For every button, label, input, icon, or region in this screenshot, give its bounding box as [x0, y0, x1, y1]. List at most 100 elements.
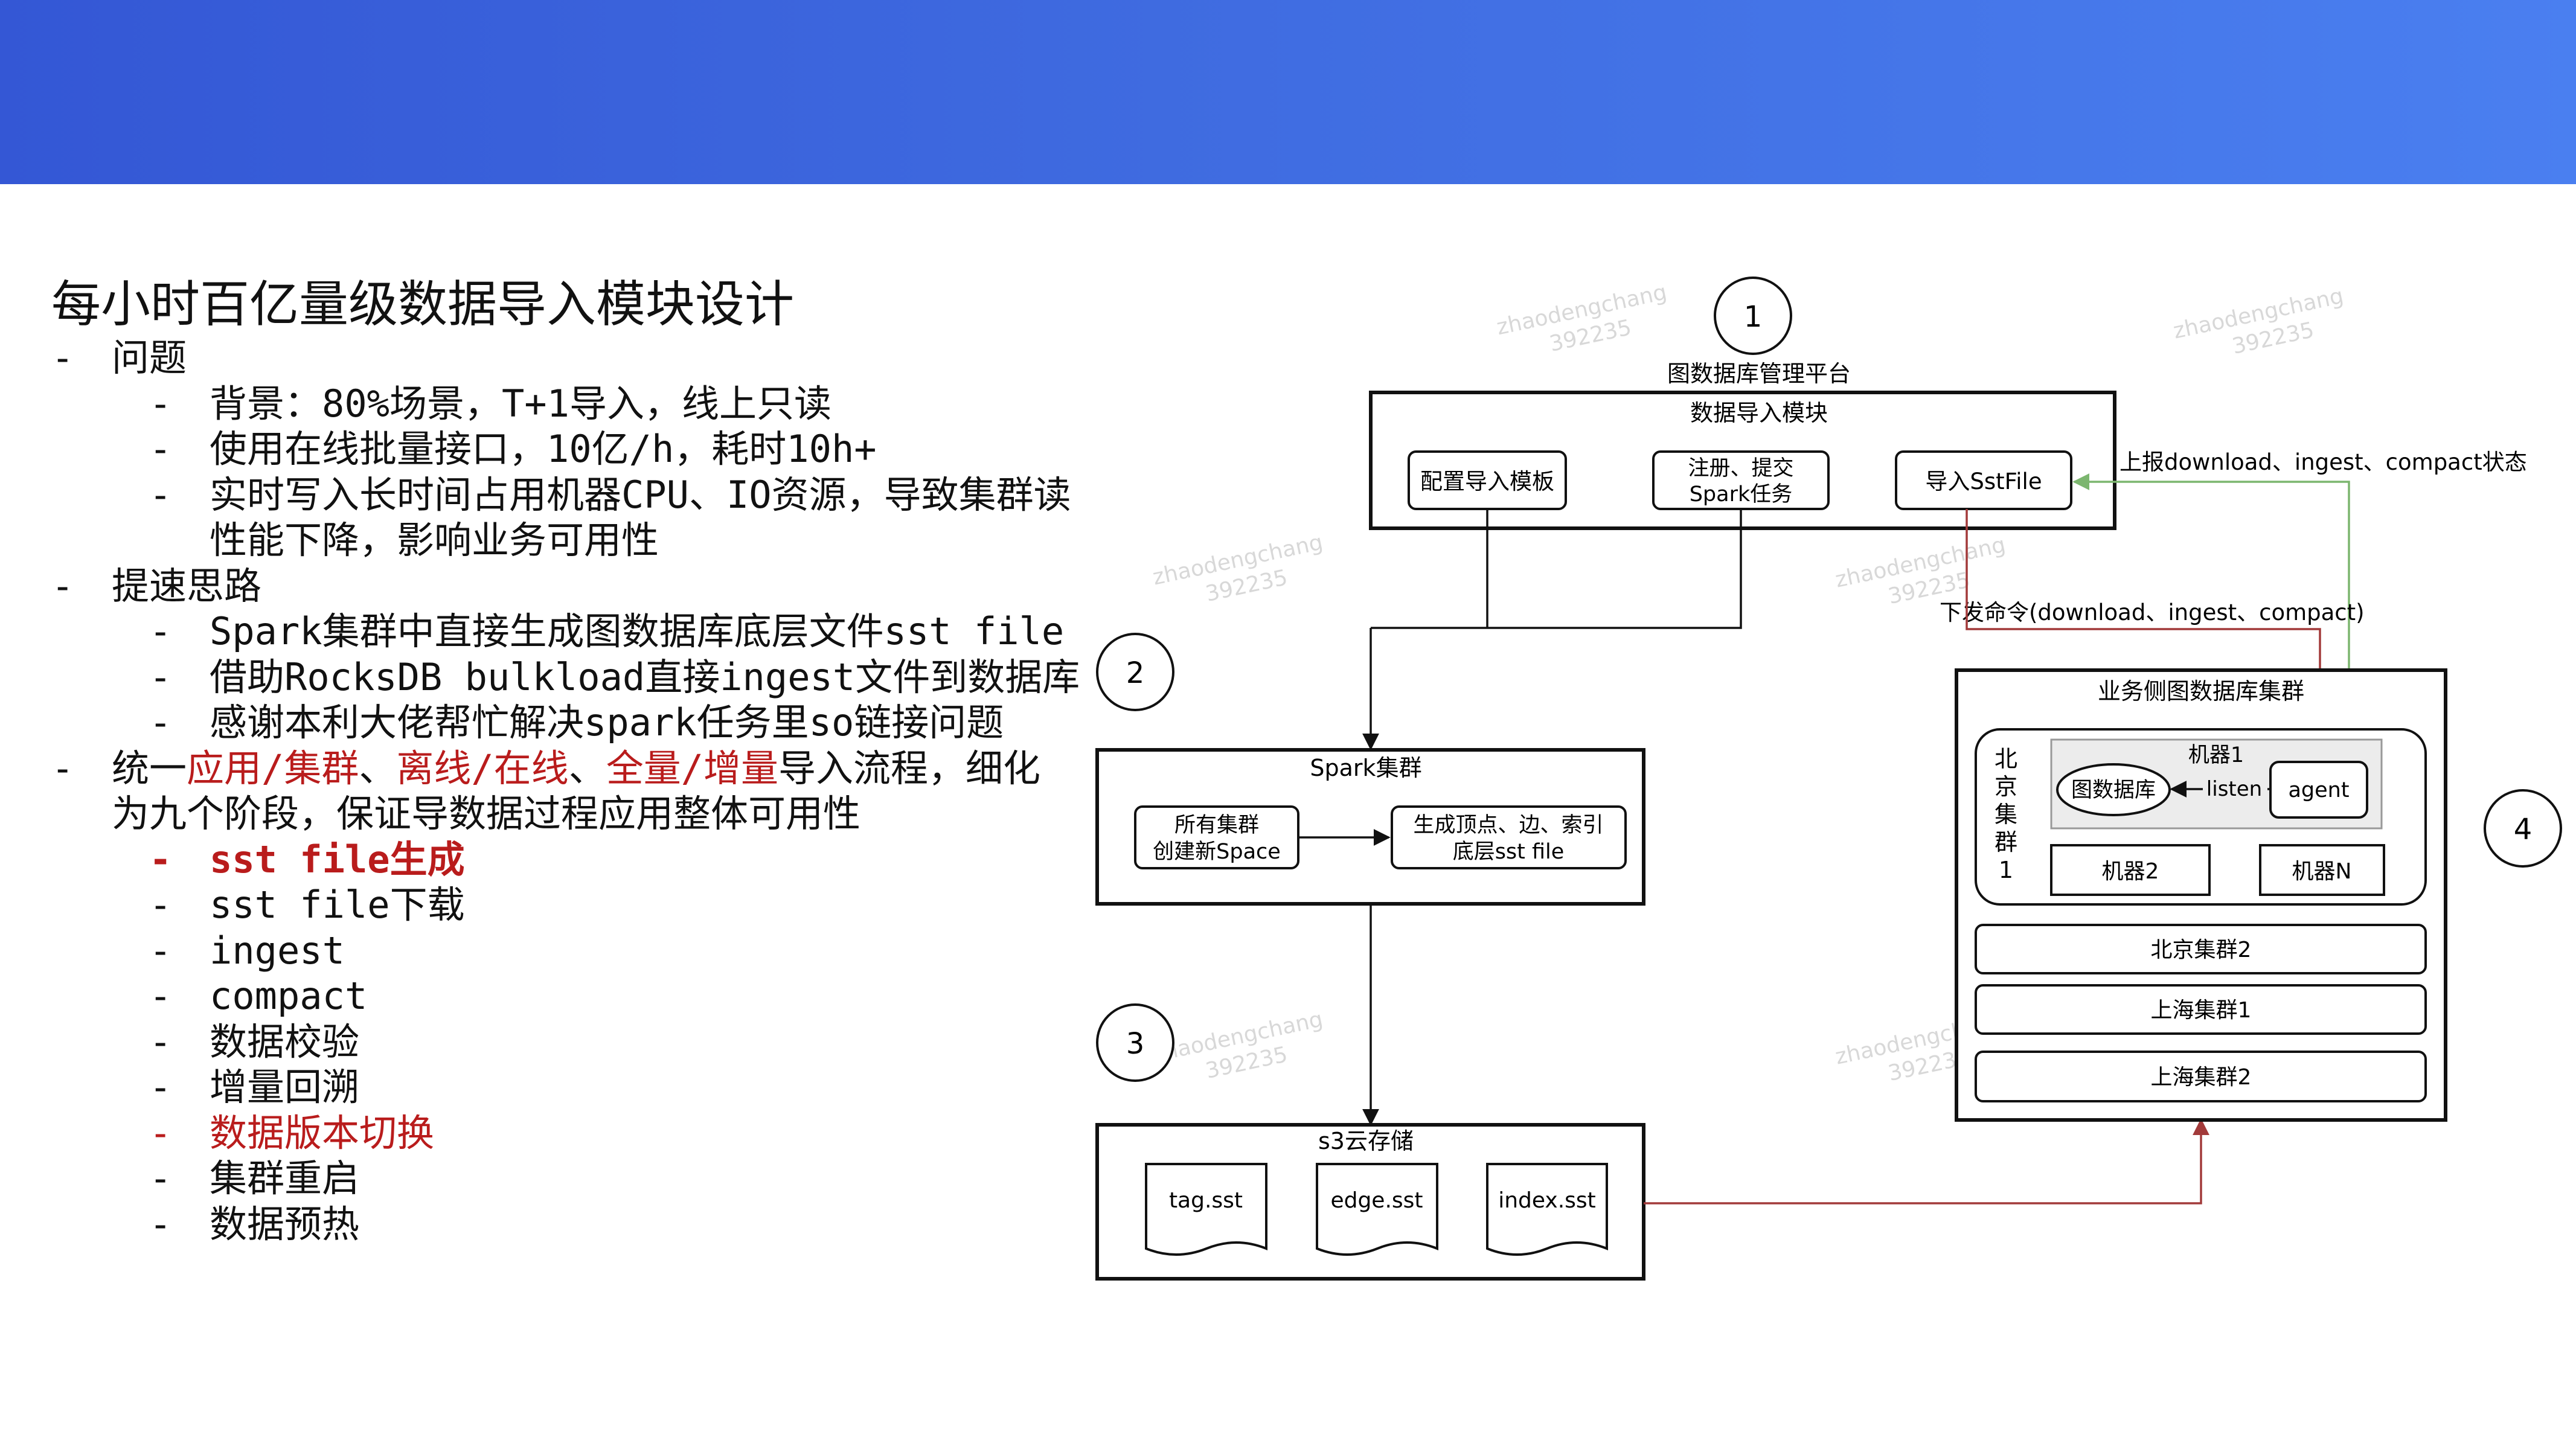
- outline-subitem: -借助RocksDB bulkload直接ingest文件到数据库: [51, 654, 1114, 700]
- outline-text: Spark集群中直接生成图数据库底层文件sst file: [210, 609, 1065, 653]
- svg-text:1: 1: [1999, 857, 2013, 883]
- outline-subitem: 性能下降，影响业务可用性: [51, 517, 1114, 563]
- outline-text: 、: [568, 746, 606, 790]
- bullet-dash: -: [149, 928, 172, 973]
- outline-subitem: -数据预热: [51, 1201, 1114, 1247]
- beijing-cluster-2: 北京集群2: [1975, 924, 2427, 974]
- import-sstfile-button[interactable]: 导入SstFile: [1895, 450, 2072, 510]
- outline-text: 为九个阶段，保证导数据过程应用整体可用性: [112, 792, 861, 836]
- bullet-dash: -: [149, 1156, 172, 1200]
- outline-item: -统一应用/集群、离线/在线、全量/增量导入流程，细化: [51, 746, 1114, 792]
- s3-to-business-arrow: [1644, 1118, 2209, 1204]
- svg-text:上海集群2: 上海集群2: [2151, 1065, 2252, 1090]
- svg-text:群: 群: [1994, 829, 2017, 856]
- bullet-dash: -: [149, 427, 172, 471]
- outline-text: 导入流程，细化: [778, 746, 1041, 790]
- spark-cluster-title: Spark集群: [1310, 755, 1421, 781]
- slide-text: 每小时百亿量级数据导入模块设计 -问题-背景：80%场景，T+1导入，线上只读-…: [51, 275, 1114, 1247]
- svg-text:机器2: 机器2: [2102, 859, 2159, 884]
- outline-text: compact: [210, 974, 368, 1018]
- step-circle-3: 3: [1096, 1003, 1174, 1082]
- beijing-cluster-1-label: 北 京 集 群 1: [1994, 746, 2017, 883]
- outline-text: 离线/在线: [396, 746, 569, 790]
- header-banner: [0, 0, 2576, 184]
- svg-text:edge.sst: edge.sst: [1330, 1188, 1423, 1213]
- outline-text: 借助RocksDB bulkload直接ingest文件到数据库: [210, 654, 1080, 699]
- outline-list: -问题-背景：80%场景，T+1导入，线上只读-使用在线批量接口，10亿/h，耗…: [51, 335, 1114, 1247]
- bullet-dash: -: [149, 837, 172, 881]
- bullet-dash: -: [149, 381, 172, 426]
- report-status-label: 上报download、ingest、compact状态: [2119, 449, 2527, 475]
- outline-text: 背景：80%场景，T+1导入，线上只读: [210, 381, 831, 426]
- svg-text:2: 2: [1126, 656, 1145, 690]
- outline-subitem: -sst file下载: [51, 882, 1114, 928]
- outline-text: sst file下载: [210, 883, 465, 927]
- slide-title: 每小时百亿量级数据导入模块设计: [51, 276, 795, 333]
- outline-text: 问题: [112, 336, 187, 380]
- outline-text: 统一: [112, 746, 187, 790]
- bullet-dash: -: [149, 1110, 172, 1155]
- svg-text:底层sst file: 底层sst file: [1453, 840, 1565, 864]
- outline-text: ingest: [210, 928, 345, 973]
- submit-spark-task-button[interactable]: 注册、提交 Spark任务: [1652, 450, 1830, 510]
- outline-subitem: -背景：80%场景，T+1导入，线上只读: [51, 381, 1114, 427]
- bullet-dash: -: [149, 1201, 172, 1246]
- sst-file-index: index.sst: [1486, 1163, 1608, 1256]
- outline-subitem: -数据版本切换: [51, 1110, 1114, 1156]
- svg-text:4: 4: [2514, 813, 2533, 846]
- report-status-arrow: [2072, 473, 2350, 761]
- svg-text:集: 集: [1994, 801, 2017, 828]
- svg-text:listen: listen: [2206, 777, 2262, 801]
- outline-text: 、: [359, 746, 397, 790]
- svg-text:tag.sst: tag.sst: [1169, 1188, 1243, 1213]
- create-space-node: 所有集群 创建新Space: [1134, 805, 1299, 869]
- bullet-dash: -: [149, 883, 172, 927]
- outline-text: 数据预热: [210, 1201, 360, 1246]
- outline-item: -提速思路: [51, 563, 1114, 609]
- svg-text:北京集群2: 北京集群2: [2151, 938, 2252, 962]
- sst-file-edge: edge.sst: [1316, 1163, 1438, 1256]
- bullet-dash: -: [149, 1065, 172, 1109]
- svg-text:创建新Space: 创建新Space: [1153, 840, 1281, 864]
- database-node: 图数据库: [2056, 763, 2171, 816]
- config-template-button[interactable]: 配置导入模板: [1408, 450, 1567, 510]
- machine-1-title: 机器1: [2188, 743, 2244, 767]
- svg-text:所有集群: 所有集群: [1174, 813, 1259, 837]
- svg-text:京: 京: [1994, 773, 2017, 800]
- outline-text: 集群重启: [210, 1156, 360, 1200]
- svg-text:index.sst: index.sst: [1498, 1188, 1596, 1213]
- outline-text: 感谢本利大佬帮忙解决spark任务里so链接问题: [210, 700, 1004, 744]
- machine-n-box: 机器N: [2259, 844, 2385, 896]
- outline-subitem: -感谢本利大佬帮忙解决spark任务里so链接问题: [51, 700, 1114, 746]
- outline-subitem: -数据校验: [51, 1019, 1114, 1065]
- bullet-dash: -: [149, 472, 172, 517]
- outline-subitem: -compact: [51, 973, 1114, 1019]
- shanghai-cluster-1: 上海集群1: [1975, 984, 2427, 1035]
- outline-subitem: -Spark集群中直接生成图数据库底层文件sst file: [51, 609, 1114, 654]
- bullet-dash: -: [149, 700, 172, 744]
- outline-item: -问题: [51, 335, 1114, 381]
- outline-item: 为九个阶段，保证导数据过程应用整体可用性: [51, 791, 1114, 837]
- outline-text: 增量回溯: [210, 1065, 360, 1109]
- outline-text: 使用在线批量接口，10亿/h，耗时10h+: [210, 427, 877, 471]
- s3-storage-title: s3云存储: [1318, 1128, 1414, 1154]
- listen-arrow: listen: [2170, 777, 2270, 801]
- svg-text:生成顶点、边、索引: 生成顶点、边、索引: [1413, 813, 1603, 837]
- svg-text:北: 北: [1994, 746, 2017, 772]
- outline-text: 性能下降，影响业务可用性: [210, 518, 659, 562]
- svg-text:导入SstFile: 导入SstFile: [1925, 469, 2042, 494]
- svg-text:机器N: 机器N: [2292, 859, 2352, 884]
- import-module-title: 数据导入模块: [1690, 400, 1828, 426]
- svg-text:图数据库: 图数据库: [2071, 778, 2156, 802]
- outline-subitem: -sst file生成: [51, 837, 1114, 883]
- shanghai-cluster-2: 上海集群2: [1975, 1051, 2427, 1102]
- bullet-dash: -: [51, 563, 74, 608]
- outline-text: 全量/增量: [606, 746, 779, 790]
- outline-text: 数据校验: [210, 1019, 360, 1064]
- svg-text:上海集群1: 上海集群1: [2151, 998, 2252, 1023]
- svg-text:注册、提交: 注册、提交: [1688, 456, 1793, 481]
- outline-subitem: -使用在线批量接口，10亿/h，耗时10h+: [51, 426, 1114, 472]
- bullet-dash: -: [149, 609, 172, 653]
- bullet-dash: -: [149, 1019, 172, 1064]
